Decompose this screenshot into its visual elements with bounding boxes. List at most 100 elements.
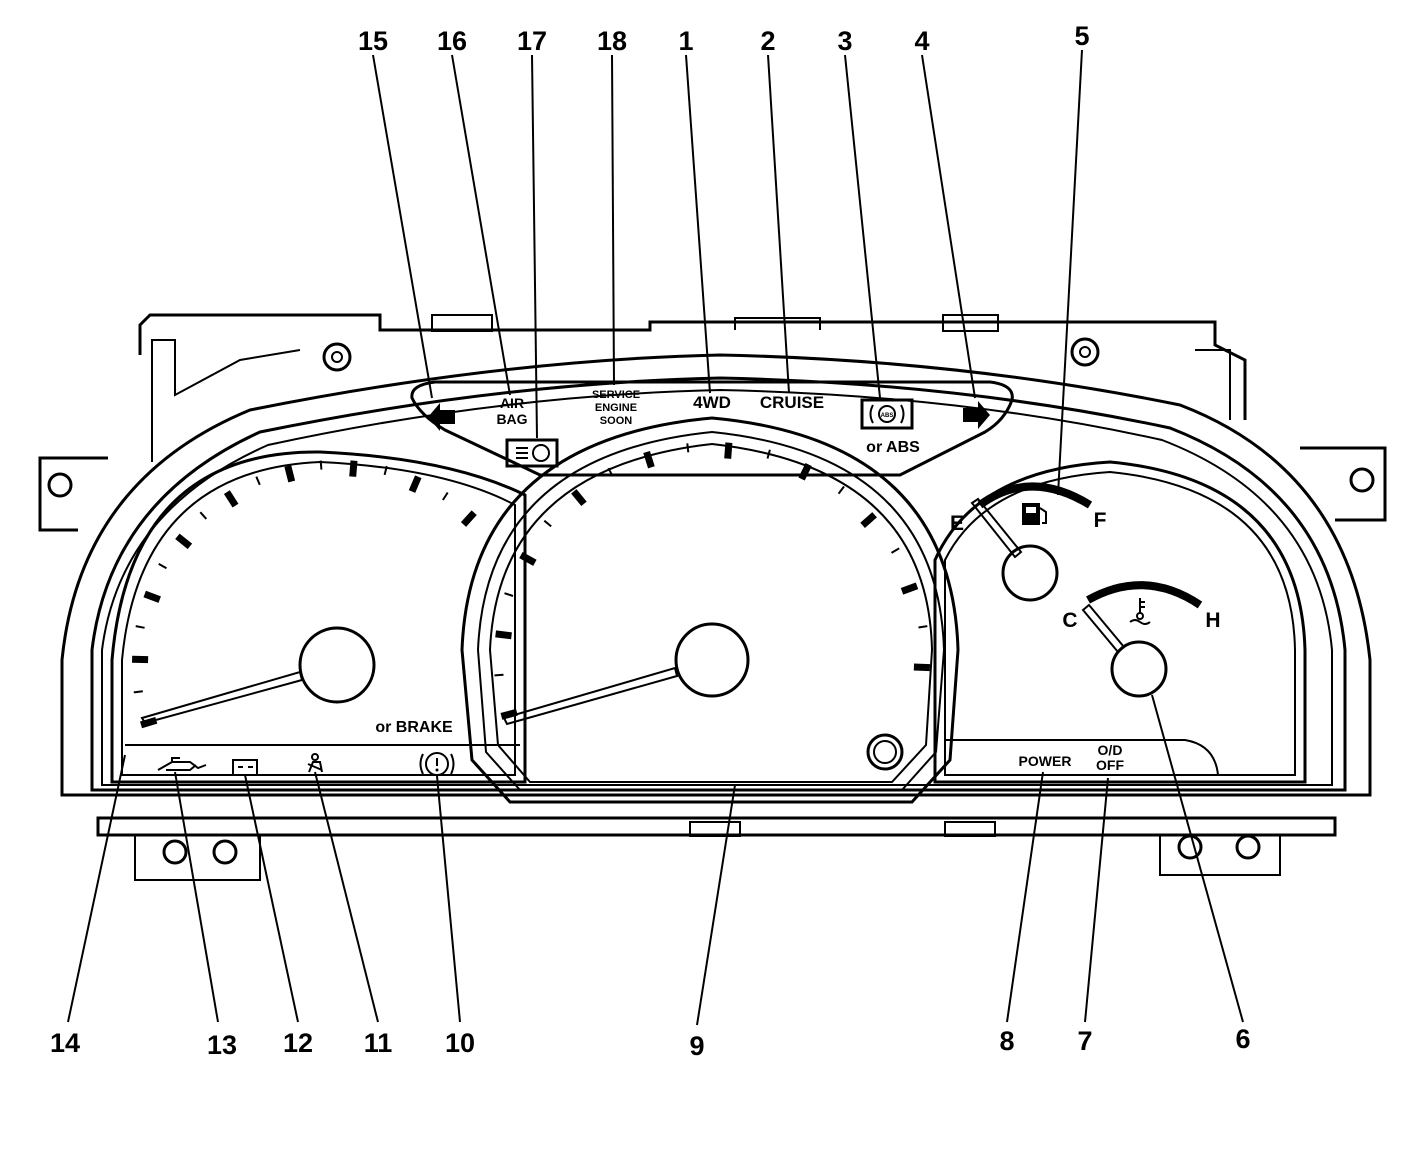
top-indicator-strip: AIR BAG SERVICE ENGINE SOON 4WD CRUISE A…	[428, 389, 990, 468]
callout-7: 7	[1077, 1026, 1092, 1056]
airbag-line1: AIR	[500, 395, 524, 411]
power-indicator-label: POWER	[1019, 753, 1072, 769]
tachometer-tick	[383, 465, 388, 476]
tachometer-tick	[408, 475, 422, 493]
tachometer-tick	[442, 491, 449, 501]
cruise-indicator: CRUISE	[760, 393, 824, 412]
fuel-gauge-scale	[977, 482, 1093, 509]
fuel-full-label: F	[1094, 509, 1107, 532]
speedometer-tick	[643, 450, 655, 469]
speedometer-needle	[502, 666, 679, 726]
tachometer-tick	[133, 690, 143, 694]
callout-5: 5	[1074, 21, 1089, 51]
airbag-line2: BAG	[496, 411, 527, 427]
speedometer	[460, 416, 960, 804]
mounting-hole-right	[1349, 467, 1375, 493]
cluster-bezel	[60, 353, 1372, 797]
speedometer-hub	[674, 622, 750, 698]
headlamp-icon	[505, 438, 559, 468]
temperature-gauge-scale	[1086, 581, 1203, 609]
tachometer-needle	[140, 670, 304, 725]
callout-15: 15	[358, 26, 388, 56]
speedometer-tick	[519, 552, 537, 566]
temp-cold-label: C	[1062, 609, 1077, 632]
callout-1: 1	[678, 26, 693, 56]
fourwd-indicator: 4WD	[693, 393, 731, 412]
tachometer: or BRAKE	[110, 450, 527, 784]
callout-2: 2	[760, 26, 775, 56]
temperature-gauge-needle	[1081, 603, 1126, 654]
speedometer-tick	[837, 485, 845, 495]
tachometer-tick	[223, 490, 239, 508]
fuel-empty-label: E	[950, 512, 964, 535]
callout-12: 12	[283, 1028, 313, 1058]
abs-icon-text: ABS	[881, 413, 894, 419]
or-abs-label: or ABS	[866, 439, 920, 456]
speedometer-tick	[860, 512, 877, 529]
mounting-hole-left	[47, 472, 73, 498]
tachometer-tick	[460, 510, 477, 527]
coolant-temp-icon	[1129, 598, 1151, 625]
tachometer-tick	[349, 460, 358, 477]
oil-pressure-icon	[157, 757, 207, 771]
mounting-hole-bottom-left-2	[212, 839, 238, 865]
tachometer-ticks	[132, 460, 477, 729]
cluster-housing	[38, 313, 1387, 881]
tachometer-tick	[319, 460, 323, 470]
callout-16: 16	[437, 26, 467, 56]
callout-8: 8	[999, 1026, 1014, 1056]
tachometer-tick	[284, 465, 296, 483]
service-engine-line2: ENGINE	[595, 402, 637, 414]
temperature-gauge-hub	[1110, 640, 1168, 698]
fuel-gauge-hub	[1001, 544, 1059, 602]
od-off-line1: O/D	[1098, 742, 1123, 758]
speedometer-tick	[766, 449, 771, 459]
speedometer-tick	[607, 467, 614, 477]
callout-3: 3	[837, 26, 852, 56]
tachometer-tick	[255, 476, 261, 486]
callout-18: 18	[597, 26, 627, 56]
tachometer-hub	[298, 626, 376, 704]
mounting-hole-bottom-right-1	[1177, 834, 1203, 860]
speedometer-tick	[913, 663, 931, 672]
speedometer-tick	[918, 625, 928, 629]
callout-numbers: 15 16 17 18 1 2 3 4 5 6 7 8 9 10 11 12 1…	[50, 21, 1251, 1061]
mounting-hole-bottom-left-1	[162, 839, 188, 865]
abs-warning-icon: ABS	[860, 398, 914, 430]
speedometer-tick	[504, 592, 514, 597]
tachometer-tick	[158, 563, 167, 570]
callout-4: 4	[914, 26, 929, 56]
tachometer-tick	[199, 511, 208, 520]
tachometer-tick	[175, 533, 193, 550]
leader-lines	[67, 49, 1244, 1026]
tachometer-tick	[143, 590, 161, 603]
speedometer-tick	[900, 582, 919, 595]
fuel-pump-icon	[1022, 503, 1047, 525]
service-engine-line1: SERVICE	[592, 389, 640, 401]
od-off-line2: OFF	[1096, 757, 1124, 773]
speedometer-tick	[890, 547, 900, 554]
or-brake-label: or BRAKE	[375, 719, 453, 736]
fuel-temp-gauges: E F C H POWER O/D OFF	[933, 460, 1307, 784]
temp-hot-label: H	[1205, 609, 1220, 632]
tachometer-tick	[135, 625, 145, 629]
callout-13: 13	[207, 1030, 237, 1060]
speedometer-tick	[798, 463, 812, 481]
speedometer-tick	[571, 489, 587, 507]
speedometer-tick	[500, 708, 518, 720]
speedometer-tick	[543, 519, 552, 528]
seatbelt-icon	[307, 753, 323, 773]
screw-top-left	[322, 342, 352, 372]
trip-reset-knob	[866, 733, 904, 771]
callout-11: 11	[364, 1028, 393, 1058]
service-engine-line3: SOON	[600, 415, 632, 427]
battery-icon	[232, 759, 258, 776]
callout-10: 10	[445, 1028, 475, 1058]
screw-top-right	[1070, 337, 1100, 367]
right-turn-arrow-icon	[963, 401, 990, 429]
mounting-hole-bottom-right-2	[1235, 834, 1261, 860]
speedometer-ticks	[494, 442, 931, 720]
speedometer-tick	[724, 442, 733, 459]
speedometer-tick	[686, 443, 690, 453]
fuel-gauge-needle	[970, 497, 1023, 559]
